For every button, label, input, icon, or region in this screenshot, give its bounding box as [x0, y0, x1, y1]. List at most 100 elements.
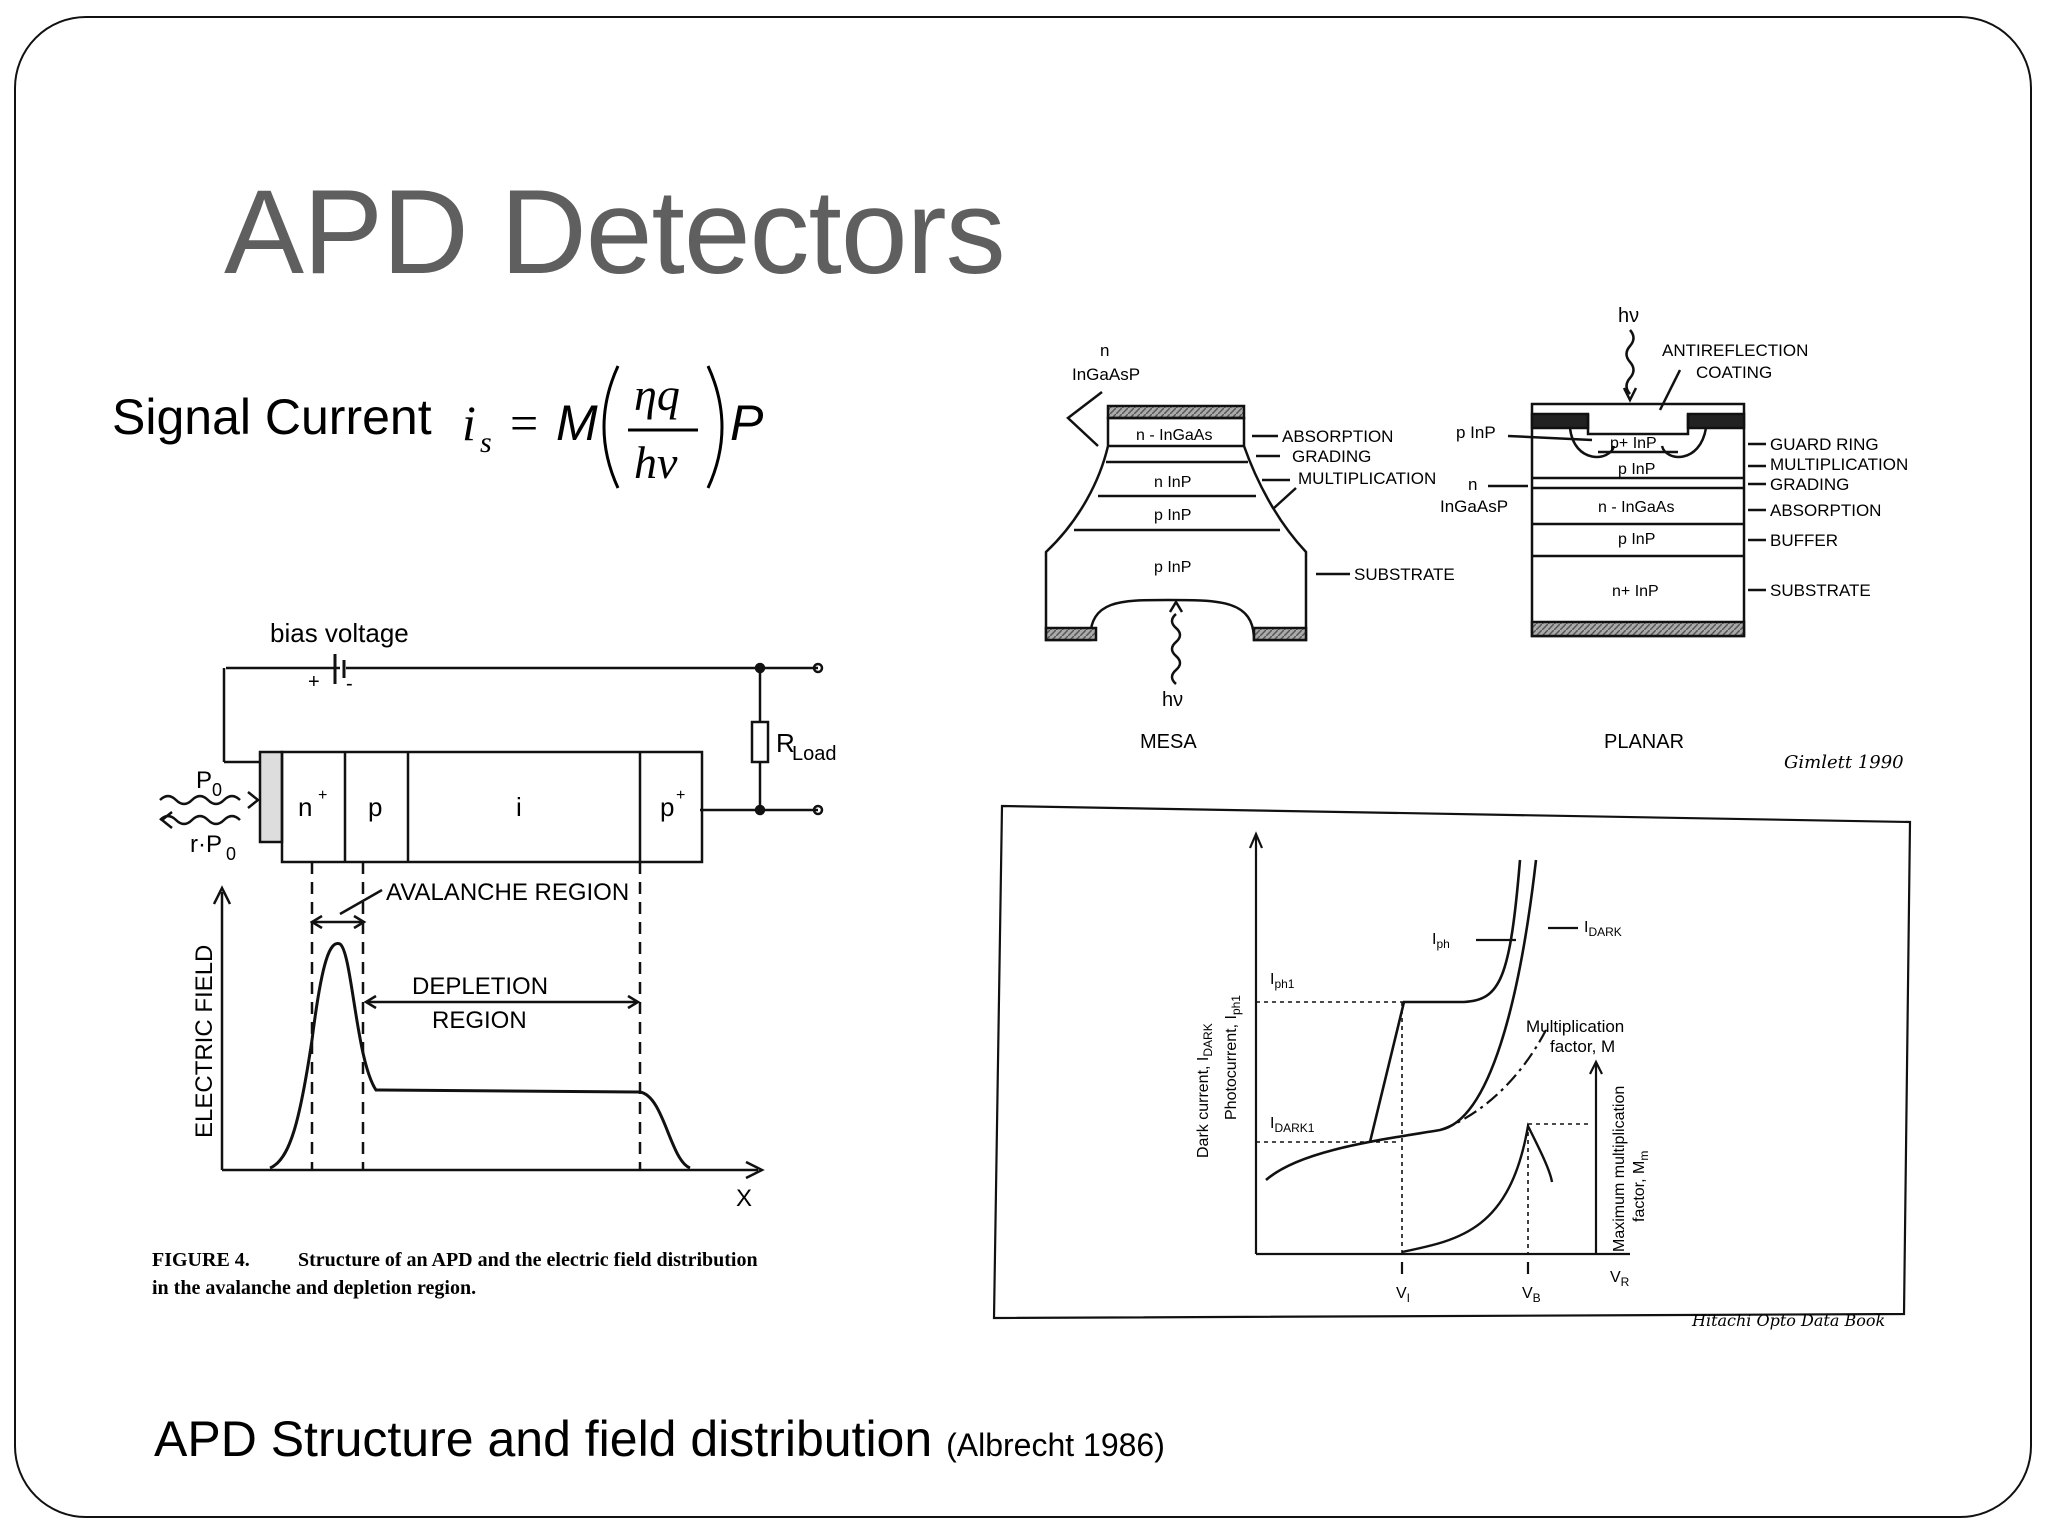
vr-label: VR: [1610, 1269, 1630, 1289]
mesa-bottom-contact-left: [1044, 626, 1098, 642]
p0-label: P: [196, 767, 212, 794]
planar-ar-1: ANTIREFLECTION: [1662, 341, 1808, 360]
planar-layer-4: p InP: [1618, 531, 1655, 548]
multiplication-curve: [1439, 1029, 1547, 1132]
formula-equals: =: [510, 395, 538, 451]
planar-callout-guard-ring: GUARD RING: [1770, 435, 1879, 454]
mesa-callout-substrate: SUBSTRATE: [1354, 565, 1455, 584]
mesa-bottom-contact-right: [1252, 626, 1308, 642]
layer-p: p: [368, 792, 382, 822]
layer-n-plus-sup: +: [318, 787, 327, 804]
reflected-wave: [159, 814, 241, 826]
mesa-callout-multiplication: MULTIPLICATION: [1298, 469, 1436, 488]
multiplication-label-1: Multiplication: [1526, 1017, 1624, 1036]
planar-callout-grading: GRADING: [1770, 475, 1849, 494]
mesa-layer-4: p InP: [1154, 559, 1191, 576]
planar-pinp-leader: [1507, 434, 1593, 442]
v-ticks: [1400, 1262, 1530, 1274]
bottom-citation: (Albrecht 1986): [946, 1427, 1165, 1463]
y-label-dark-current: Dark current, IDARK: [1195, 1023, 1215, 1158]
reflected-arrow: [159, 811, 173, 829]
mesa-callout-grading: GRADING: [1292, 447, 1371, 466]
right-axis-arrow: [1589, 1059, 1603, 1075]
mesa-top-leader: [1066, 391, 1103, 447]
planar-left-ingaasp: InGaAsP: [1440, 497, 1508, 516]
avalanche-arrowheads: [309, 914, 367, 930]
planar-hv: hν: [1618, 305, 1639, 327]
idark1-label: IDARK1: [1270, 1115, 1315, 1135]
planar-callout-multiplication: MULTIPLICATION: [1770, 455, 1908, 474]
incident-wave: [159, 794, 241, 806]
layer-p-plus: p: [660, 792, 674, 822]
right-label-2: factor, Mm: [1631, 1151, 1651, 1222]
mesa-hv: hν: [1162, 689, 1183, 711]
planar-guard-ring-right: [1660, 427, 1708, 459]
planar-callout-buffer: BUFFER: [1770, 531, 1838, 550]
gimlett-credit: Gimlett 1990: [1784, 752, 1904, 773]
r-load-sub: Load: [792, 743, 837, 765]
planar-light-wave: [1625, 329, 1635, 395]
formula-p: P: [730, 395, 764, 451]
planar-guard-ring-left: [1568, 427, 1616, 459]
layer-n-plus: n: [298, 792, 312, 822]
planar-callout-substrate: SUBSTRATE: [1770, 581, 1871, 600]
signal-current-label: Signal Current: [112, 389, 432, 445]
planar-window: [1586, 414, 1690, 436]
rp0-sub: 0: [226, 844, 236, 864]
planar-ar-leader: [1658, 369, 1682, 411]
planar-left-n: n: [1468, 475, 1477, 494]
rp0-label: r·P: [190, 831, 222, 858]
mesa-name: MESA: [1140, 731, 1197, 753]
planar-light-arrow: [1622, 387, 1638, 403]
formula-right-paren: [706, 365, 724, 489]
mesa-body: [1044, 416, 1308, 642]
slide-title: APD Detectors: [224, 165, 1006, 299]
planar-callout-absorption: ABSORPTION: [1770, 501, 1881, 520]
figure-caption-2: in the avalanche and depletion region.: [152, 1277, 476, 1299]
bottom-caption: APD Structure and field distribution (Al…: [154, 1414, 1165, 1464]
vb-label: VB: [1522, 1285, 1541, 1305]
formula-left-paren: [602, 365, 620, 489]
terminal-bottom: [812, 804, 824, 816]
photocurrent-curve: [1368, 859, 1522, 1143]
r-load-label: R: [776, 728, 795, 758]
field-x-arrow: [745, 1160, 765, 1180]
chart-y-arrow: [1248, 831, 1264, 849]
electric-field-label: ELECTRIC FIELD: [191, 945, 218, 1138]
chart-border: [992, 804, 1912, 1320]
idark-label: IDARK: [1584, 919, 1622, 939]
mesa-light-wave: [1170, 613, 1182, 685]
mesa-multiplication-arrow-2: [1273, 487, 1297, 509]
iph-label: Iph: [1432, 931, 1450, 951]
junction-top: [754, 662, 766, 674]
figure-caption-1: Structure of an APD and the electric fie…: [298, 1249, 758, 1271]
signal-current-formula: i s = M ηq hν P: [462, 365, 764, 489]
planar-name: PLANAR: [1604, 731, 1684, 753]
battery-plus: +: [308, 671, 320, 693]
planar-layer-5: n+ InP: [1612, 583, 1659, 600]
figure-label: FIGURE 4.: [152, 1249, 250, 1271]
mesa-light-arrow: [1168, 599, 1184, 613]
formula-numerator: ηq: [634, 369, 680, 420]
planar-layer-2: p InP: [1618, 461, 1655, 478]
max-multiplication-curve: [1401, 1122, 1554, 1254]
mesa-top-label-2: InGaAsP: [1072, 365, 1140, 384]
formula-m: M: [556, 395, 598, 451]
planar-layer-3: n - InGaAs: [1598, 499, 1674, 516]
mesa-layer-1: n - InGaAs: [1136, 427, 1212, 444]
terminal-top: [812, 662, 824, 674]
formula-lhs: i: [462, 395, 476, 451]
field-y-arrow: [212, 885, 232, 905]
planar-left-pinp: p InP: [1456, 423, 1496, 442]
avalanche-region-label: AVALANCHE REGION: [386, 879, 629, 906]
depletion-label-1: DEPLETION: [412, 973, 548, 1000]
p0-sub: 0: [212, 780, 222, 800]
junction-bottom: [754, 804, 766, 816]
layer-p-plus-sup: +: [676, 787, 685, 804]
planar-ar-2: COATING: [1696, 363, 1772, 382]
avalanche-leader: [339, 888, 383, 916]
formula-lhs-sub: s: [480, 426, 492, 459]
hitachi-credit: Hitachi Opto Data Book: [1691, 1311, 1885, 1330]
battery-minus: -: [346, 673, 353, 695]
